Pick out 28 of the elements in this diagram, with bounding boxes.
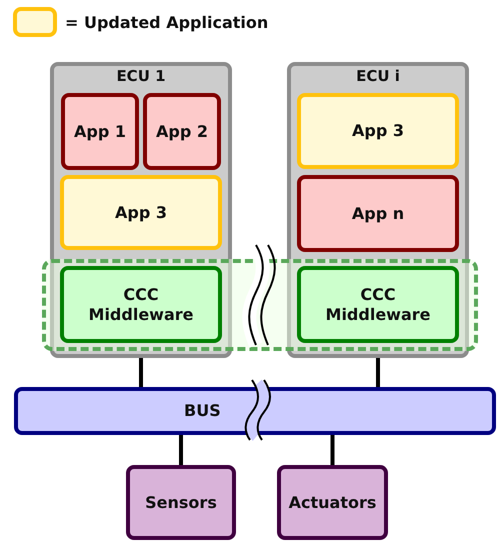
app-box xyxy=(60,175,222,250)
connector-line xyxy=(330,435,334,465)
connector-line xyxy=(139,358,143,387)
device-box xyxy=(126,465,236,540)
device-box xyxy=(277,465,388,540)
ecu-title: ECU i xyxy=(356,67,400,86)
middleware-layer-outline xyxy=(42,259,478,351)
bus-bar xyxy=(14,387,496,435)
node-label: CCC Middleware xyxy=(88,284,194,324)
middleware-box xyxy=(297,266,459,343)
middleware-box xyxy=(60,266,222,343)
node-label: App 3 xyxy=(352,121,404,141)
legend-label: = Updated Application xyxy=(65,12,268,32)
app-box xyxy=(61,93,139,170)
ecu-title: ECU 1 xyxy=(116,67,166,86)
node-label: App 1 xyxy=(74,122,126,142)
node-label: CCC Middleware xyxy=(324,284,432,324)
node-label: Actuators xyxy=(288,492,376,512)
node-label: App 2 xyxy=(156,122,208,142)
app-box xyxy=(143,93,221,170)
connector-line xyxy=(376,358,380,387)
node-label: App n xyxy=(352,204,404,224)
node-label: BUS xyxy=(184,401,221,421)
app-box xyxy=(297,93,459,169)
node-label: Sensors xyxy=(145,492,217,512)
app-box xyxy=(297,175,459,252)
node-label: App 3 xyxy=(115,202,167,222)
connector-line xyxy=(179,435,183,465)
